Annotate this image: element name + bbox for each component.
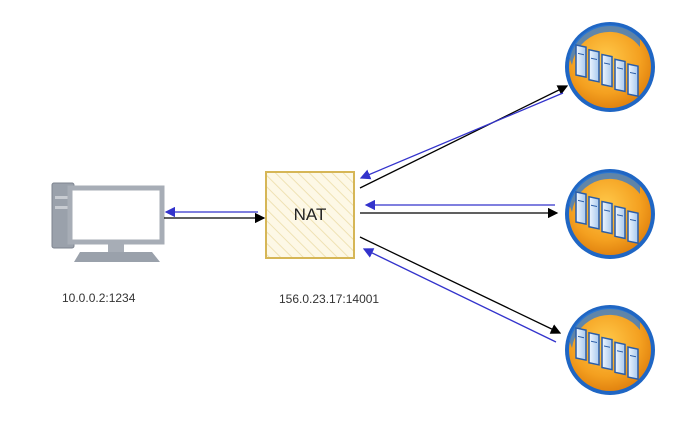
- desktop-computer-icon: [51, 182, 165, 262]
- return-arrow-server-3-to-nat: [362, 248, 557, 343]
- server-rack-icon: [564, 168, 656, 260]
- server-rack-icon: [564, 21, 656, 113]
- return-arrow-server-1-to-nat: [359, 92, 564, 180]
- outbound-arrow-nat-to-server-1: [359, 85, 569, 189]
- server-rack-icon: [564, 304, 656, 396]
- outbound-arrow-nat-to-server-3: [359, 236, 562, 334]
- client-address-label: 10.0.0.2:1234: [62, 291, 136, 305]
- nat-address-label: 156.0.23.17:14001: [279, 292, 380, 306]
- nat-box: [265, 171, 355, 259]
